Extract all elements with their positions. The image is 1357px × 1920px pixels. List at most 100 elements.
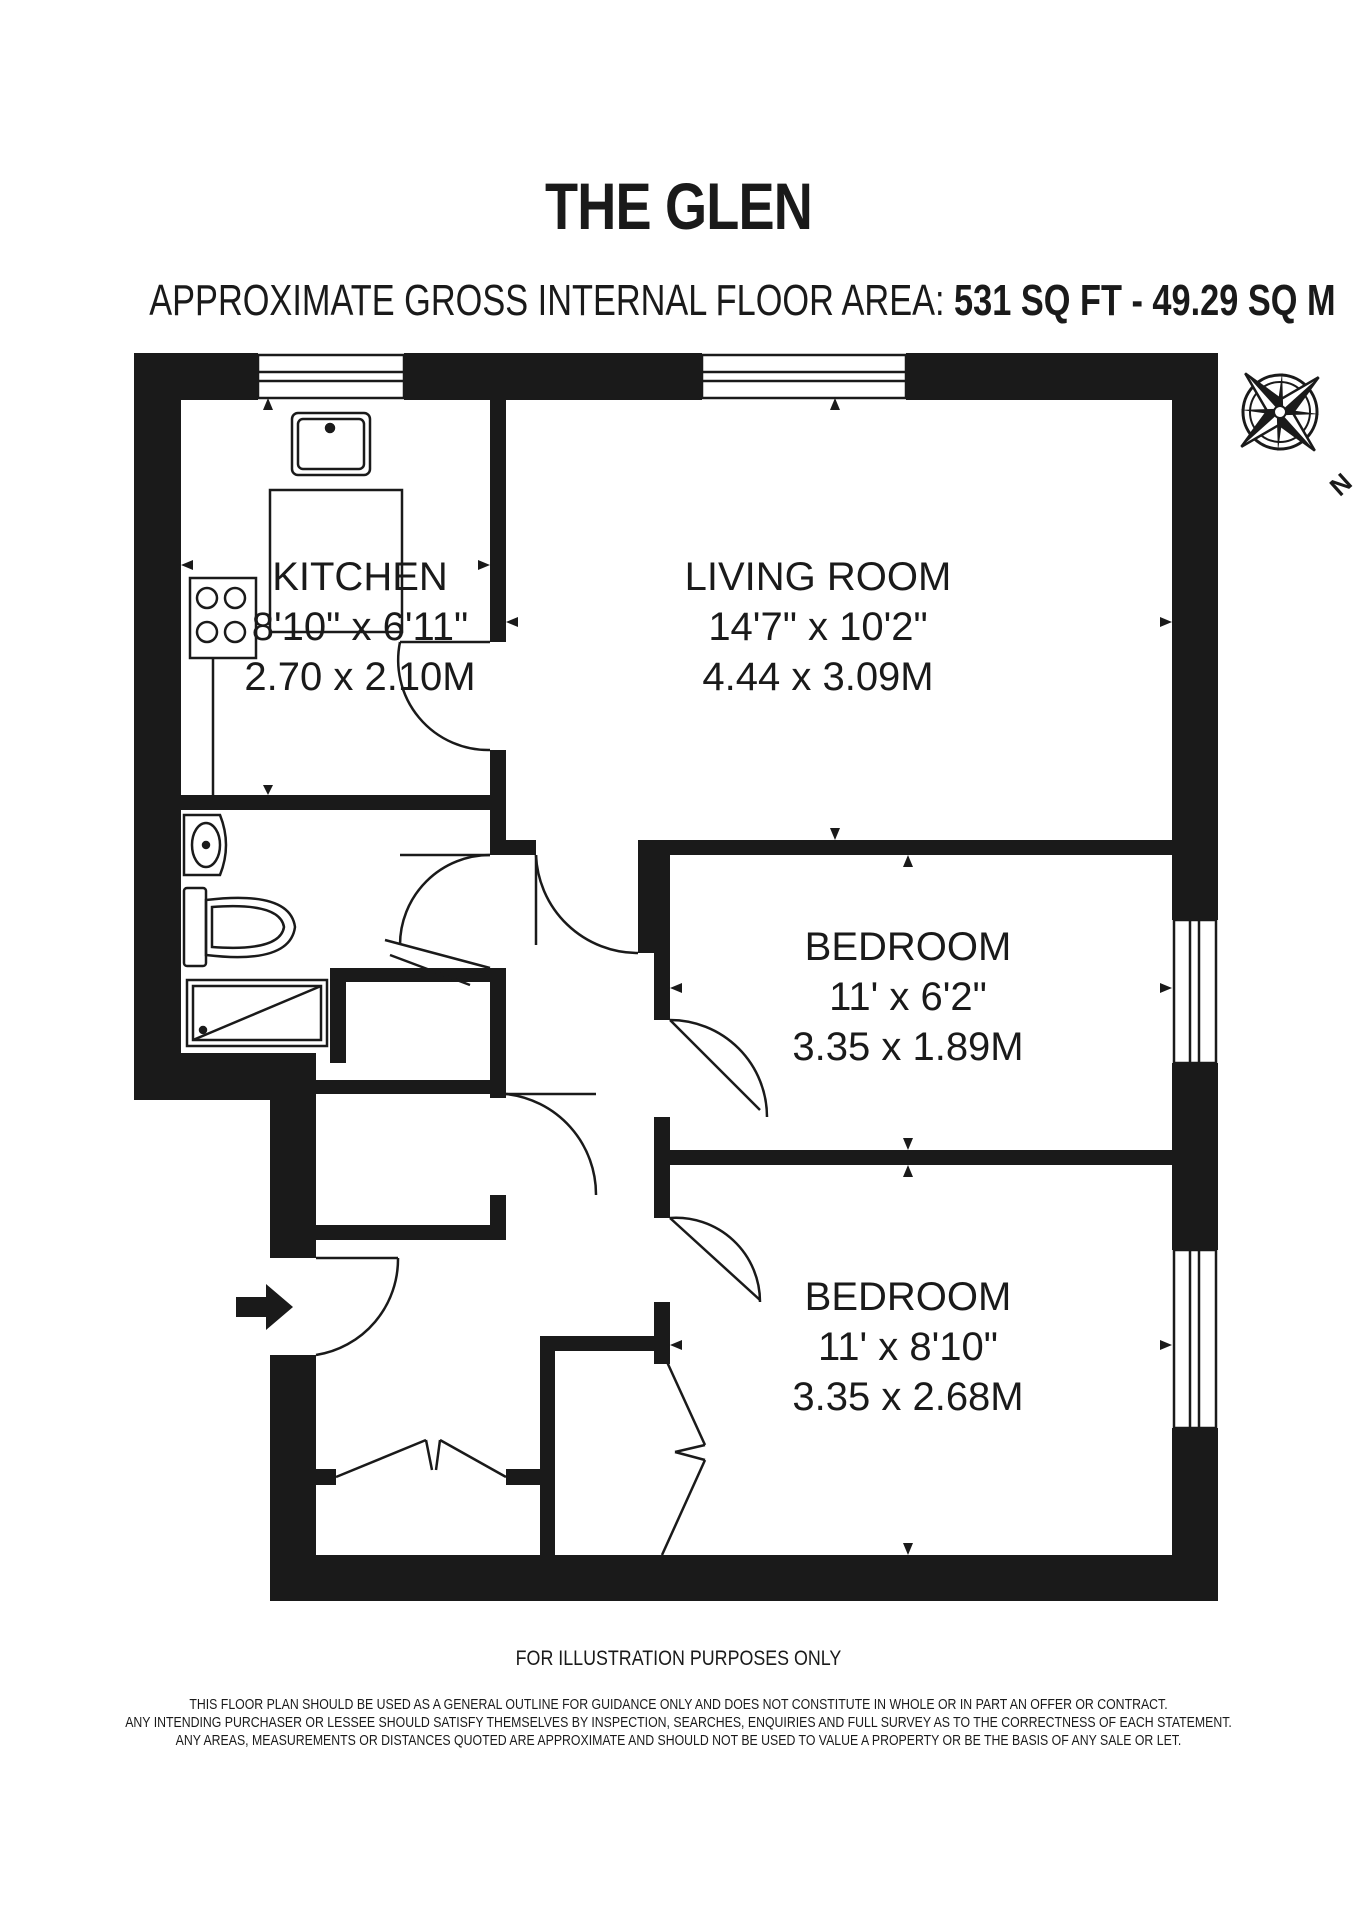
bedroom-1-imperial: 11' x 6'2": [829, 975, 987, 1019]
illustration-disclaimer: FOR ILLUSTRATION PURPOSES ONLY: [515, 1647, 842, 1670]
bedroom-1-name: BEDROOM: [805, 925, 1012, 969]
arrow-kitchen-right: [478, 560, 490, 570]
arrow-living-right: [1160, 617, 1172, 627]
footer-note-3: ANY AREAS, MEASUREMENTS OR DISTANCES QUO…: [175, 1732, 1182, 1749]
wall-right-middle: [1172, 1063, 1218, 1250]
doors: [315, 640, 769, 1556]
windows: [256, 353, 1218, 1430]
wall-bedroom-2-left-upper: [654, 1150, 670, 1218]
arrow-bed1-left: [670, 983, 682, 993]
plan-title: THE GLEN: [544, 169, 813, 243]
wall-bedroom-divider: [654, 1150, 1172, 1165]
room-label-kitchen: KITCHEN 8'10" x 6'11" 2.70 x 2.10M: [244, 555, 475, 699]
room-label-living: LIVING ROOM 14'7" x 10'2" 4.44 x 3.09M: [685, 555, 952, 699]
kitchen-sink-icon: [290, 411, 372, 477]
wall-store-top: [316, 1080, 506, 1094]
door-store: [505, 1092, 598, 1196]
wall-right-lower: [1172, 1428, 1218, 1601]
wall-bottom: [270, 1555, 1218, 1601]
arrow-bed2-bottom: [903, 1543, 913, 1555]
arrow-bed1-right: [1160, 983, 1172, 993]
toilet-icon: [182, 886, 297, 968]
bedroom-2-metric: 3.35 x 2.68M: [792, 1375, 1023, 1419]
wardrobe-bedroom-doors: [660, 1350, 707, 1556]
shower-tray-icon: [185, 978, 329, 1048]
door-bedroom-2: [669, 1216, 762, 1303]
arrow-bed2-right: [1160, 1340, 1172, 1350]
window-bedroom-2: [1172, 1248, 1218, 1430]
hob-icon: [188, 576, 258, 660]
window-kitchen: [256, 353, 406, 400]
door-kitchen: [396, 640, 491, 752]
door-bathroom: [398, 853, 491, 946]
wall-living-bedroom: [638, 840, 1172, 855]
arrow-bed1-top: [903, 855, 913, 867]
compass-north-label: N: [1324, 467, 1357, 502]
window-bedroom-1: [1172, 918, 1218, 1065]
fixtures: [182, 411, 404, 1048]
wall-bathroom-bottom: [181, 1053, 316, 1063]
wall-left-middle: [270, 1053, 316, 1258]
wall-hall-wardrobe-left: [316, 1469, 336, 1485]
kitchen-metric: 2.70 x 2.10M: [244, 655, 475, 699]
arrow-bed1-bottom: [903, 1138, 913, 1150]
wall-left-upper: [134, 353, 181, 1100]
wall-store-bottom: [316, 1225, 506, 1240]
arrow-living-bottom: [830, 828, 840, 840]
door-living: [534, 854, 639, 955]
compass-icon: [1240, 372, 1320, 452]
floor-area-label: APPROXIMATE GROSS INTERNAL FLOOR AREA:: [149, 276, 945, 325]
entrance-arrow-icon: [236, 1284, 293, 1330]
kitchen-counter: [268, 488, 404, 634]
living-imperial: 14'7" x 10'2": [708, 605, 927, 649]
door-entrance: [315, 1256, 400, 1357]
wall-bedroom-1-left: [654, 855, 670, 1020]
wall-wardrobe-left: [540, 1336, 555, 1555]
arrow-bed2-top: [903, 1165, 913, 1177]
arrow-kitchen-left: [181, 560, 193, 570]
dimension-arrows: [181, 398, 1172, 1555]
floor-area-sqft: 531 SQ FT: [954, 276, 1122, 325]
living-metric: 4.44 x 3.09M: [702, 655, 933, 699]
interior-walls: [181, 398, 1172, 1555]
room-label-bedroom-2: BEDROOM 11' x 8'10" 3.35 x 2.68M: [792, 1275, 1023, 1419]
wall-right-upper: [1172, 353, 1218, 920]
bedroom-1-metric: 3.35 x 1.89M: [792, 1025, 1023, 1069]
arrow-bed2-left: [670, 1340, 682, 1350]
wall-hall-wardrobe: [506, 1469, 540, 1485]
wall-top-middle: [404, 353, 702, 400]
wall-kitchen-bathroom: [181, 795, 496, 810]
room-label-bedroom-1: BEDROOM 11' x 6'2" 3.35 x 1.89M: [792, 925, 1023, 1069]
wardrobe-hall-doors: [335, 1438, 507, 1479]
arrow-kitchen-top: [263, 398, 273, 410]
wall-hall-upper: [638, 840, 654, 953]
wall-bedroom-2-left-lower: [654, 1302, 670, 1364]
wall-bathroom-door-stub: [490, 840, 536, 855]
wall-kitchen-living-upper: [490, 398, 506, 642]
arrow-living-top: [830, 398, 840, 410]
window-living: [700, 353, 908, 400]
kitchen-imperial: 8'10" x 6'11": [252, 605, 468, 649]
wall-cupboard-right: [490, 968, 506, 1098]
wall-bathroom-cupboard: [330, 968, 506, 982]
bedroom-2-imperial: 11' x 8'10": [818, 1325, 998, 1369]
living-name: LIVING ROOM: [685, 555, 952, 599]
wall-wardrobe-top: [540, 1336, 670, 1351]
floor-area-line: APPROXIMATE GROSS INTERNAL FLOOR AREA: 5…: [149, 276, 1335, 326]
footer-note-2: ANY INTENDING PURCHASER OR LESSEE SHOULD…: [125, 1714, 1232, 1731]
floor-area-sqm: 49.29 SQ M: [1152, 276, 1336, 325]
arrow-kitchen-bottom: [263, 785, 273, 795]
basin-icon: [182, 813, 228, 877]
exterior-walls: [134, 353, 1218, 1601]
wall-kitchen-living-lower: [490, 750, 506, 846]
wall-cupboard-left: [330, 968, 346, 1063]
door-bedroom-1: [669, 1018, 769, 1118]
floor-area-separator: -: [1131, 276, 1143, 325]
door-cupboard: [384, 938, 491, 987]
footer-note-1: THIS FLOOR PLAN SHOULD BE USED AS A GENE…: [189, 1696, 1168, 1713]
arrow-living-left: [506, 617, 518, 627]
wall-top-right: [906, 353, 1218, 400]
kitchen-name: KITCHEN: [272, 555, 448, 599]
bedroom-2-name: BEDROOM: [805, 1275, 1012, 1319]
